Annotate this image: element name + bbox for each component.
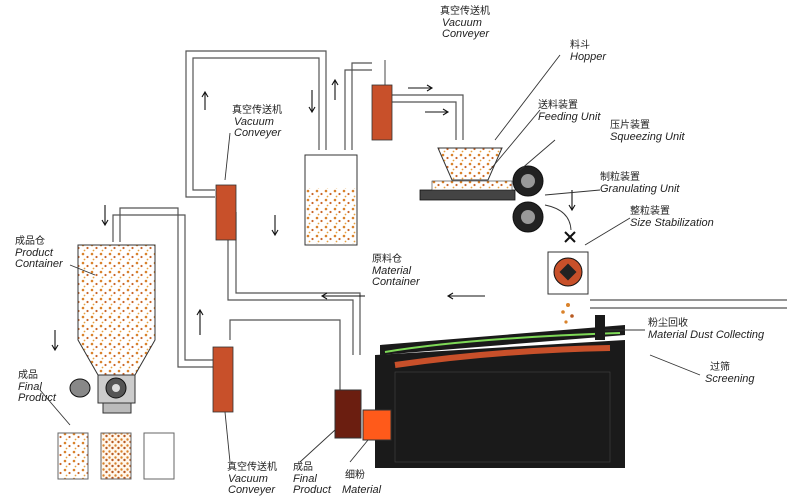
svg-text:料斗: 料斗	[570, 38, 590, 51]
svg-text:Product: Product	[293, 484, 332, 496]
svg-text:Container: Container	[15, 258, 64, 270]
squeezing-rollers	[512, 165, 544, 233]
svg-text:真空传送机: 真空传送机	[232, 103, 282, 116]
svg-text:Conveyer: Conveyer	[228, 484, 276, 496]
svg-text:Conveyer: Conveyer	[442, 28, 490, 40]
svg-text:Material: Material	[372, 265, 412, 277]
svg-text:原料仓: 原料仓	[372, 252, 402, 265]
label-final-product-bottom: 成品 Final Product	[293, 461, 332, 496]
svg-text:细粉: 细粉	[345, 468, 365, 481]
label-final-product-left: 成品 Final Product	[18, 369, 57, 404]
svg-text:过筛: 过筛	[710, 360, 730, 373]
svg-text:Feeding Unit: Feeding Unit	[538, 111, 601, 123]
label-fine-material: 细粉 Material	[342, 468, 382, 496]
granulating-cross	[544, 204, 576, 243]
svg-text:Screening: Screening	[705, 373, 755, 385]
svg-text:Size Stabilization: Size Stabilization	[630, 217, 714, 229]
label-size-stabilization: 整粒装置 Size Stabilization	[630, 204, 714, 229]
hopper	[437, 147, 503, 181]
feeding-unit	[419, 180, 516, 201]
svg-text:Material Dust Collecting: Material Dust Collecting	[648, 329, 765, 341]
label-granulating-unit: 制粒装置 Granulating Unit	[600, 170, 680, 195]
product-container	[69, 244, 156, 414]
vacuum-conveyer-top	[371, 84, 393, 141]
svg-text:Conveyer: Conveyer	[234, 127, 282, 139]
size-stabilization-unit	[547, 251, 589, 324]
label-product-container: 成品仓 Product Container	[15, 234, 64, 270]
label-vacuum-top: 真空传送机 Vacuum Conveyer	[440, 4, 490, 40]
svg-text:Hopper: Hopper	[570, 51, 607, 63]
svg-text:Product: Product	[18, 392, 57, 404]
svg-text:成品仓: 成品仓	[15, 234, 45, 247]
svg-text:送料装置: 送料装置	[538, 98, 578, 111]
svg-text:Final: Final	[18, 381, 42, 393]
flow-arrows	[51, 78, 576, 352]
svg-text:Vacuum: Vacuum	[442, 17, 482, 29]
svg-text:Material: Material	[342, 484, 382, 496]
svg-text:成品: 成品	[18, 369, 38, 381]
leader-lines	[39, 54, 701, 463]
label-vacuum-bottom: 真空传送机 Vacuum Conveyer	[227, 460, 277, 496]
fine-material-bin	[362, 409, 392, 441]
label-feeding-unit: 送料装置 Feeding Unit	[538, 98, 601, 123]
svg-text:Container: Container	[372, 276, 421, 288]
label-dust-collecting: 粉尘回收 Material Dust Collecting	[648, 316, 765, 341]
pipe-network	[112, 50, 787, 390]
svg-text:整粒装置: 整粒装置	[630, 204, 670, 217]
svg-text:Vacuum: Vacuum	[228, 473, 268, 485]
final-product-jars	[57, 432, 175, 480]
vacuum-conveyer-bottom	[212, 346, 234, 413]
material-container	[304, 154, 358, 246]
svg-text:粉尘回收: 粉尘回收	[648, 316, 688, 329]
svg-text:Vacuum: Vacuum	[234, 116, 274, 128]
svg-text:制粒装置: 制粒装置	[600, 170, 640, 183]
svg-text:真空传送机: 真空传送机	[440, 4, 490, 17]
label-squeezing-unit: 压片装置 Squeezing Unit	[610, 118, 686, 143]
label-vacuum-mid: 真空传送机 Vacuum Conveyer	[232, 103, 282, 139]
svg-text:Final: Final	[293, 473, 317, 485]
label-screening: 过筛 Screening	[705, 360, 755, 385]
svg-text:压片装置: 压片装置	[610, 118, 650, 131]
label-material-container: 原料仓 Material Container	[372, 252, 421, 288]
svg-text:Granulating Unit: Granulating Unit	[600, 183, 680, 195]
label-hopper: 料斗 Hopper	[570, 38, 607, 63]
screening-machine	[375, 315, 625, 468]
final-product-bin-bottom	[334, 389, 362, 439]
vacuum-conveyer-mid	[215, 184, 237, 241]
svg-text:真空传送机: 真空传送机	[227, 460, 277, 473]
svg-text:Product: Product	[15, 247, 54, 259]
svg-text:Squeezing Unit: Squeezing Unit	[610, 131, 686, 143]
svg-text:成品: 成品	[293, 461, 313, 473]
